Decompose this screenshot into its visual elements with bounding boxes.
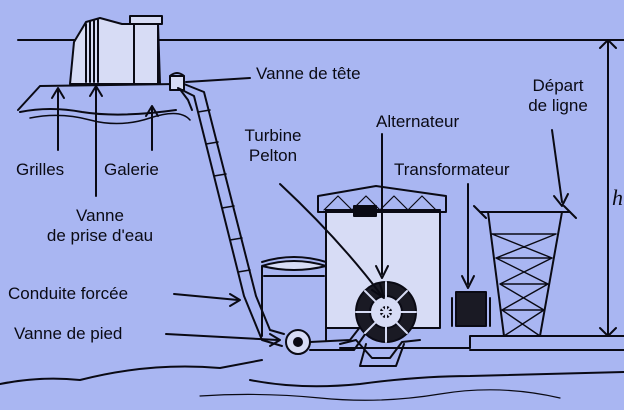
tailrace-water xyxy=(249,349,624,388)
surge-tank xyxy=(261,260,327,341)
galerie-tower-cap xyxy=(129,15,163,25)
leader-vanne-pied xyxy=(165,333,279,341)
label-turbine-line2: Pelton xyxy=(248,146,298,165)
label-depart-de-ligne: Départ de ligne xyxy=(508,76,608,116)
lower-ground xyxy=(0,335,624,385)
label-turbine-line1: Turbine xyxy=(244,126,302,145)
galerie-tower xyxy=(133,21,159,85)
transmission-pylon xyxy=(479,211,571,337)
label-vanne-prise-line2: de prise d'eau xyxy=(46,226,154,245)
label-galerie: Galerie xyxy=(104,160,159,179)
turbine-foundation xyxy=(339,339,421,359)
leader-conduite xyxy=(173,293,239,301)
label-transformateur: Transformateur xyxy=(394,160,510,179)
label-vanne-de-prise-deau: Vanne de prise d'eau xyxy=(36,206,164,246)
penstock-outer xyxy=(177,87,283,347)
leader-turbine xyxy=(279,183,383,297)
penstock-supports xyxy=(197,109,251,273)
label-vanne-de-pied: Vanne de pied xyxy=(14,324,123,343)
upper-terrain-hatch xyxy=(29,112,191,125)
label-depart-line1: Départ xyxy=(532,76,584,95)
label-height-h: h xyxy=(612,185,623,210)
powerhouse-roof-truss xyxy=(317,185,447,213)
intake-grid xyxy=(85,19,99,83)
label-conduite-forcee: Conduite forcée xyxy=(8,284,129,303)
label-vanne-prise-line1: Vanne xyxy=(76,206,124,225)
crane xyxy=(353,205,377,217)
vanne-de-tete-valve xyxy=(169,75,185,91)
penstock-inner xyxy=(183,83,285,335)
label-depart-line2: de ligne xyxy=(528,96,588,115)
leader-depart xyxy=(551,129,563,203)
leader-vanne-tete xyxy=(185,77,251,83)
label-turbine-pelton: Turbine Pelton xyxy=(228,126,318,166)
label-alternateur: Alternateur xyxy=(376,112,460,131)
label-vanne-de-tete: Vanne de tête xyxy=(256,64,361,83)
upper-terrain xyxy=(17,83,193,111)
transformer-unit xyxy=(455,291,487,327)
label-grilles: Grilles xyxy=(16,160,65,179)
